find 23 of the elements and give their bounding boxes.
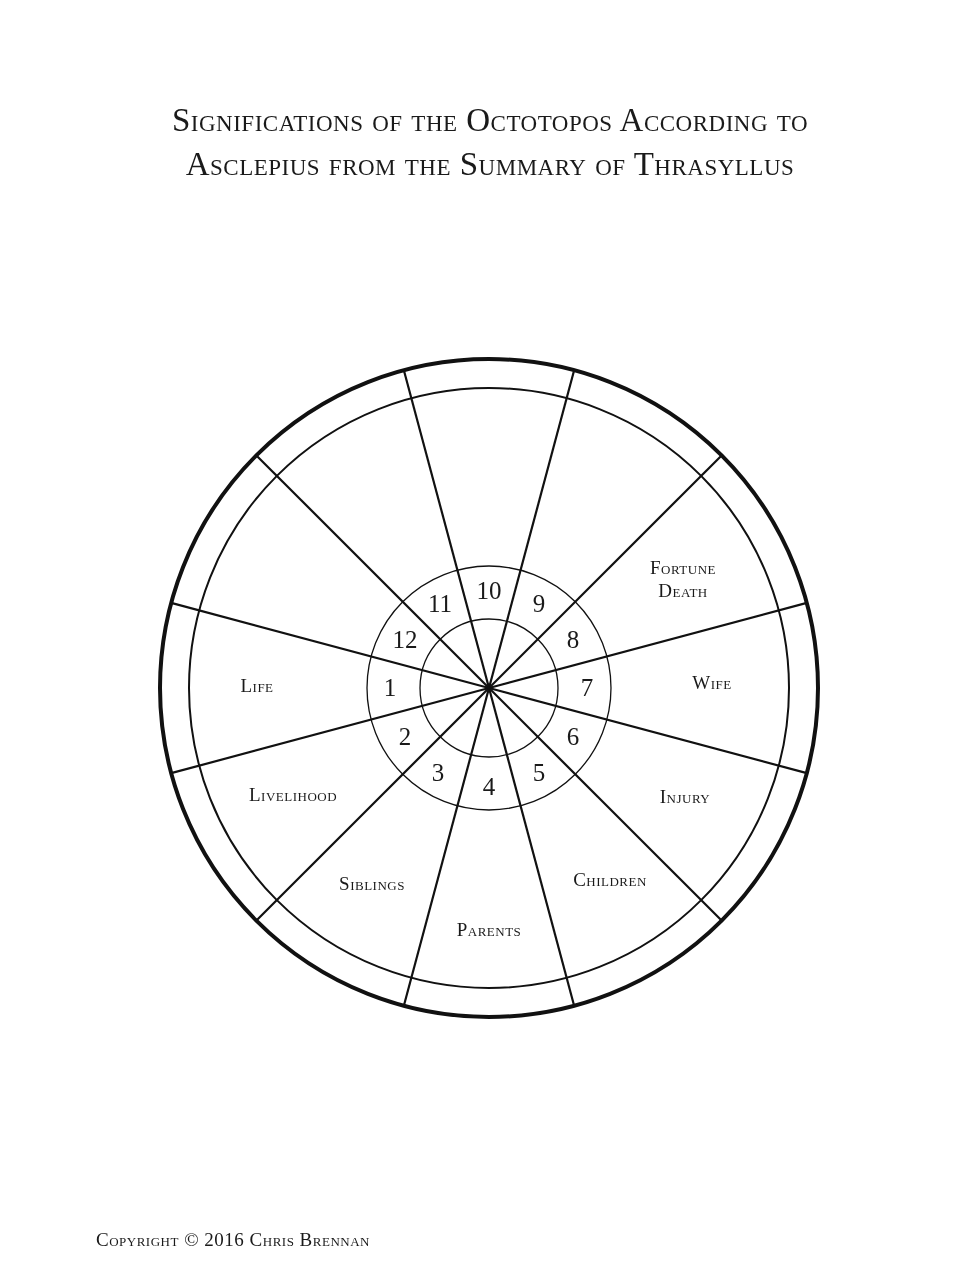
house-signification: Injury [659,786,711,808]
house-number: 11 [427,590,453,618]
house-number: 3 [431,759,445,787]
house-signification: Life [240,675,274,697]
house-number: 6 [566,723,580,751]
house-number: 2 [398,723,412,751]
house-signification: Livelihood [248,784,338,806]
house-number: 12 [392,626,418,654]
house-number: 7 [580,674,594,702]
house-signification: Wife [692,672,732,694]
title: Significations of the Octotopos According to Asclepius from the Summary of Thrasyllus [170,101,810,184]
house-number: 4 [482,773,496,801]
house-signification: Death [658,580,708,602]
house-number: 5 [532,759,546,787]
house-signification: Parents [456,919,522,941]
house-number: 9 [532,590,546,618]
house-signification: Children [573,869,647,891]
house-number: 10 [476,577,502,605]
house-signification: Fortune [650,557,716,579]
house-number: 8 [566,626,580,654]
copyright-caption: Copyright © 2016 Chris Brennan [96,1228,370,1252]
house-signification: Siblings [339,873,405,895]
house-number: 1 [383,674,397,702]
